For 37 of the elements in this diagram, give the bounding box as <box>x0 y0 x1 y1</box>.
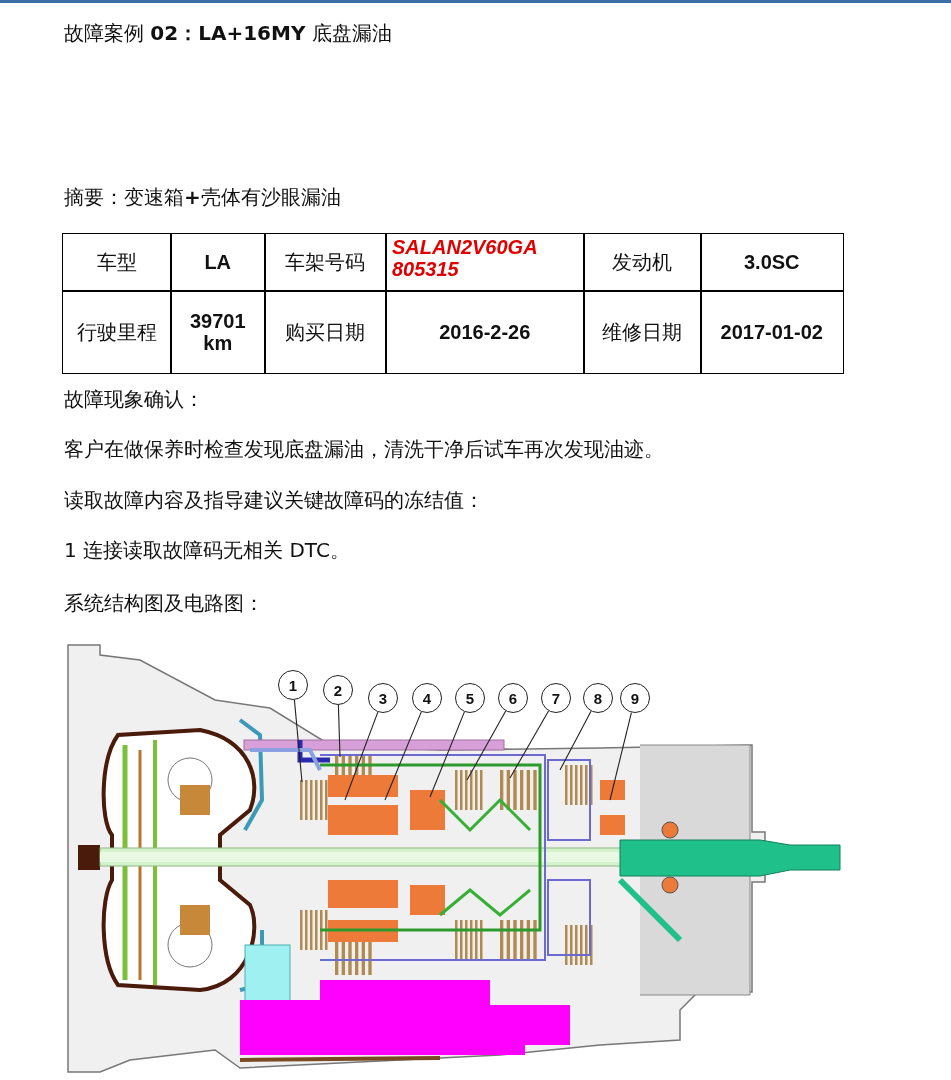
leader-line <box>559 710 592 771</box>
callout-number: 3 <box>368 683 398 713</box>
callout-number: 9 <box>620 683 650 713</box>
leader-line <box>384 711 422 801</box>
table-cell: 3.0SC <box>700 233 844 292</box>
table-cell: 维修日期 <box>583 290 702 374</box>
table-cell: LA <box>170 233 266 292</box>
paragraph-text: 故障现象确认： <box>64 387 204 411</box>
paragraph-text: 客户在做保养时检查发现底盘漏油，清洗干净后试车再次发现油迹。 <box>64 437 664 461</box>
callout-number: 7 <box>541 683 571 713</box>
leader-line <box>429 711 465 798</box>
callout-number: 6 <box>498 683 528 713</box>
paragraph-text: 1 连接读取故障码无相关 DTC。 <box>64 538 350 562</box>
table-cell: 车架号码 <box>264 233 387 292</box>
paragraph-text: 读取故障内容及指导建议关键故障码的冻结值： <box>64 488 484 512</box>
callout-number: 4 <box>412 683 442 713</box>
leader-line <box>509 710 550 779</box>
table-cell: 行驶里程 <box>62 290 172 374</box>
callout-number: 1 <box>278 670 308 700</box>
leader-line <box>466 710 507 781</box>
leader-line <box>609 712 632 801</box>
leader-line <box>344 711 379 801</box>
callout-number: 8 <box>583 683 613 713</box>
leader-line <box>293 699 303 783</box>
table-cell: 发动机 <box>583 233 702 292</box>
summary-text: 摘要：变速箱+壳体有沙眼漏油 <box>64 185 341 209</box>
table-cell: SALAN2V60GA 805315 <box>385 233 585 292</box>
table-cell: 39701 km <box>170 290 266 374</box>
paragraph-text: 系统结构图及电路图： <box>64 591 264 615</box>
table-cell: 2016-2-26 <box>385 290 585 374</box>
table-cell: 购买日期 <box>264 290 387 374</box>
table-cell: 2017-01-02 <box>700 290 844 374</box>
title: 故障案例 02：LA+16MY 底盘漏油 <box>64 21 392 45</box>
leader-line <box>337 704 341 758</box>
callout-number: 5 <box>455 683 485 713</box>
table-cell: 车型 <box>62 233 172 292</box>
callout-number: 2 <box>323 675 353 705</box>
